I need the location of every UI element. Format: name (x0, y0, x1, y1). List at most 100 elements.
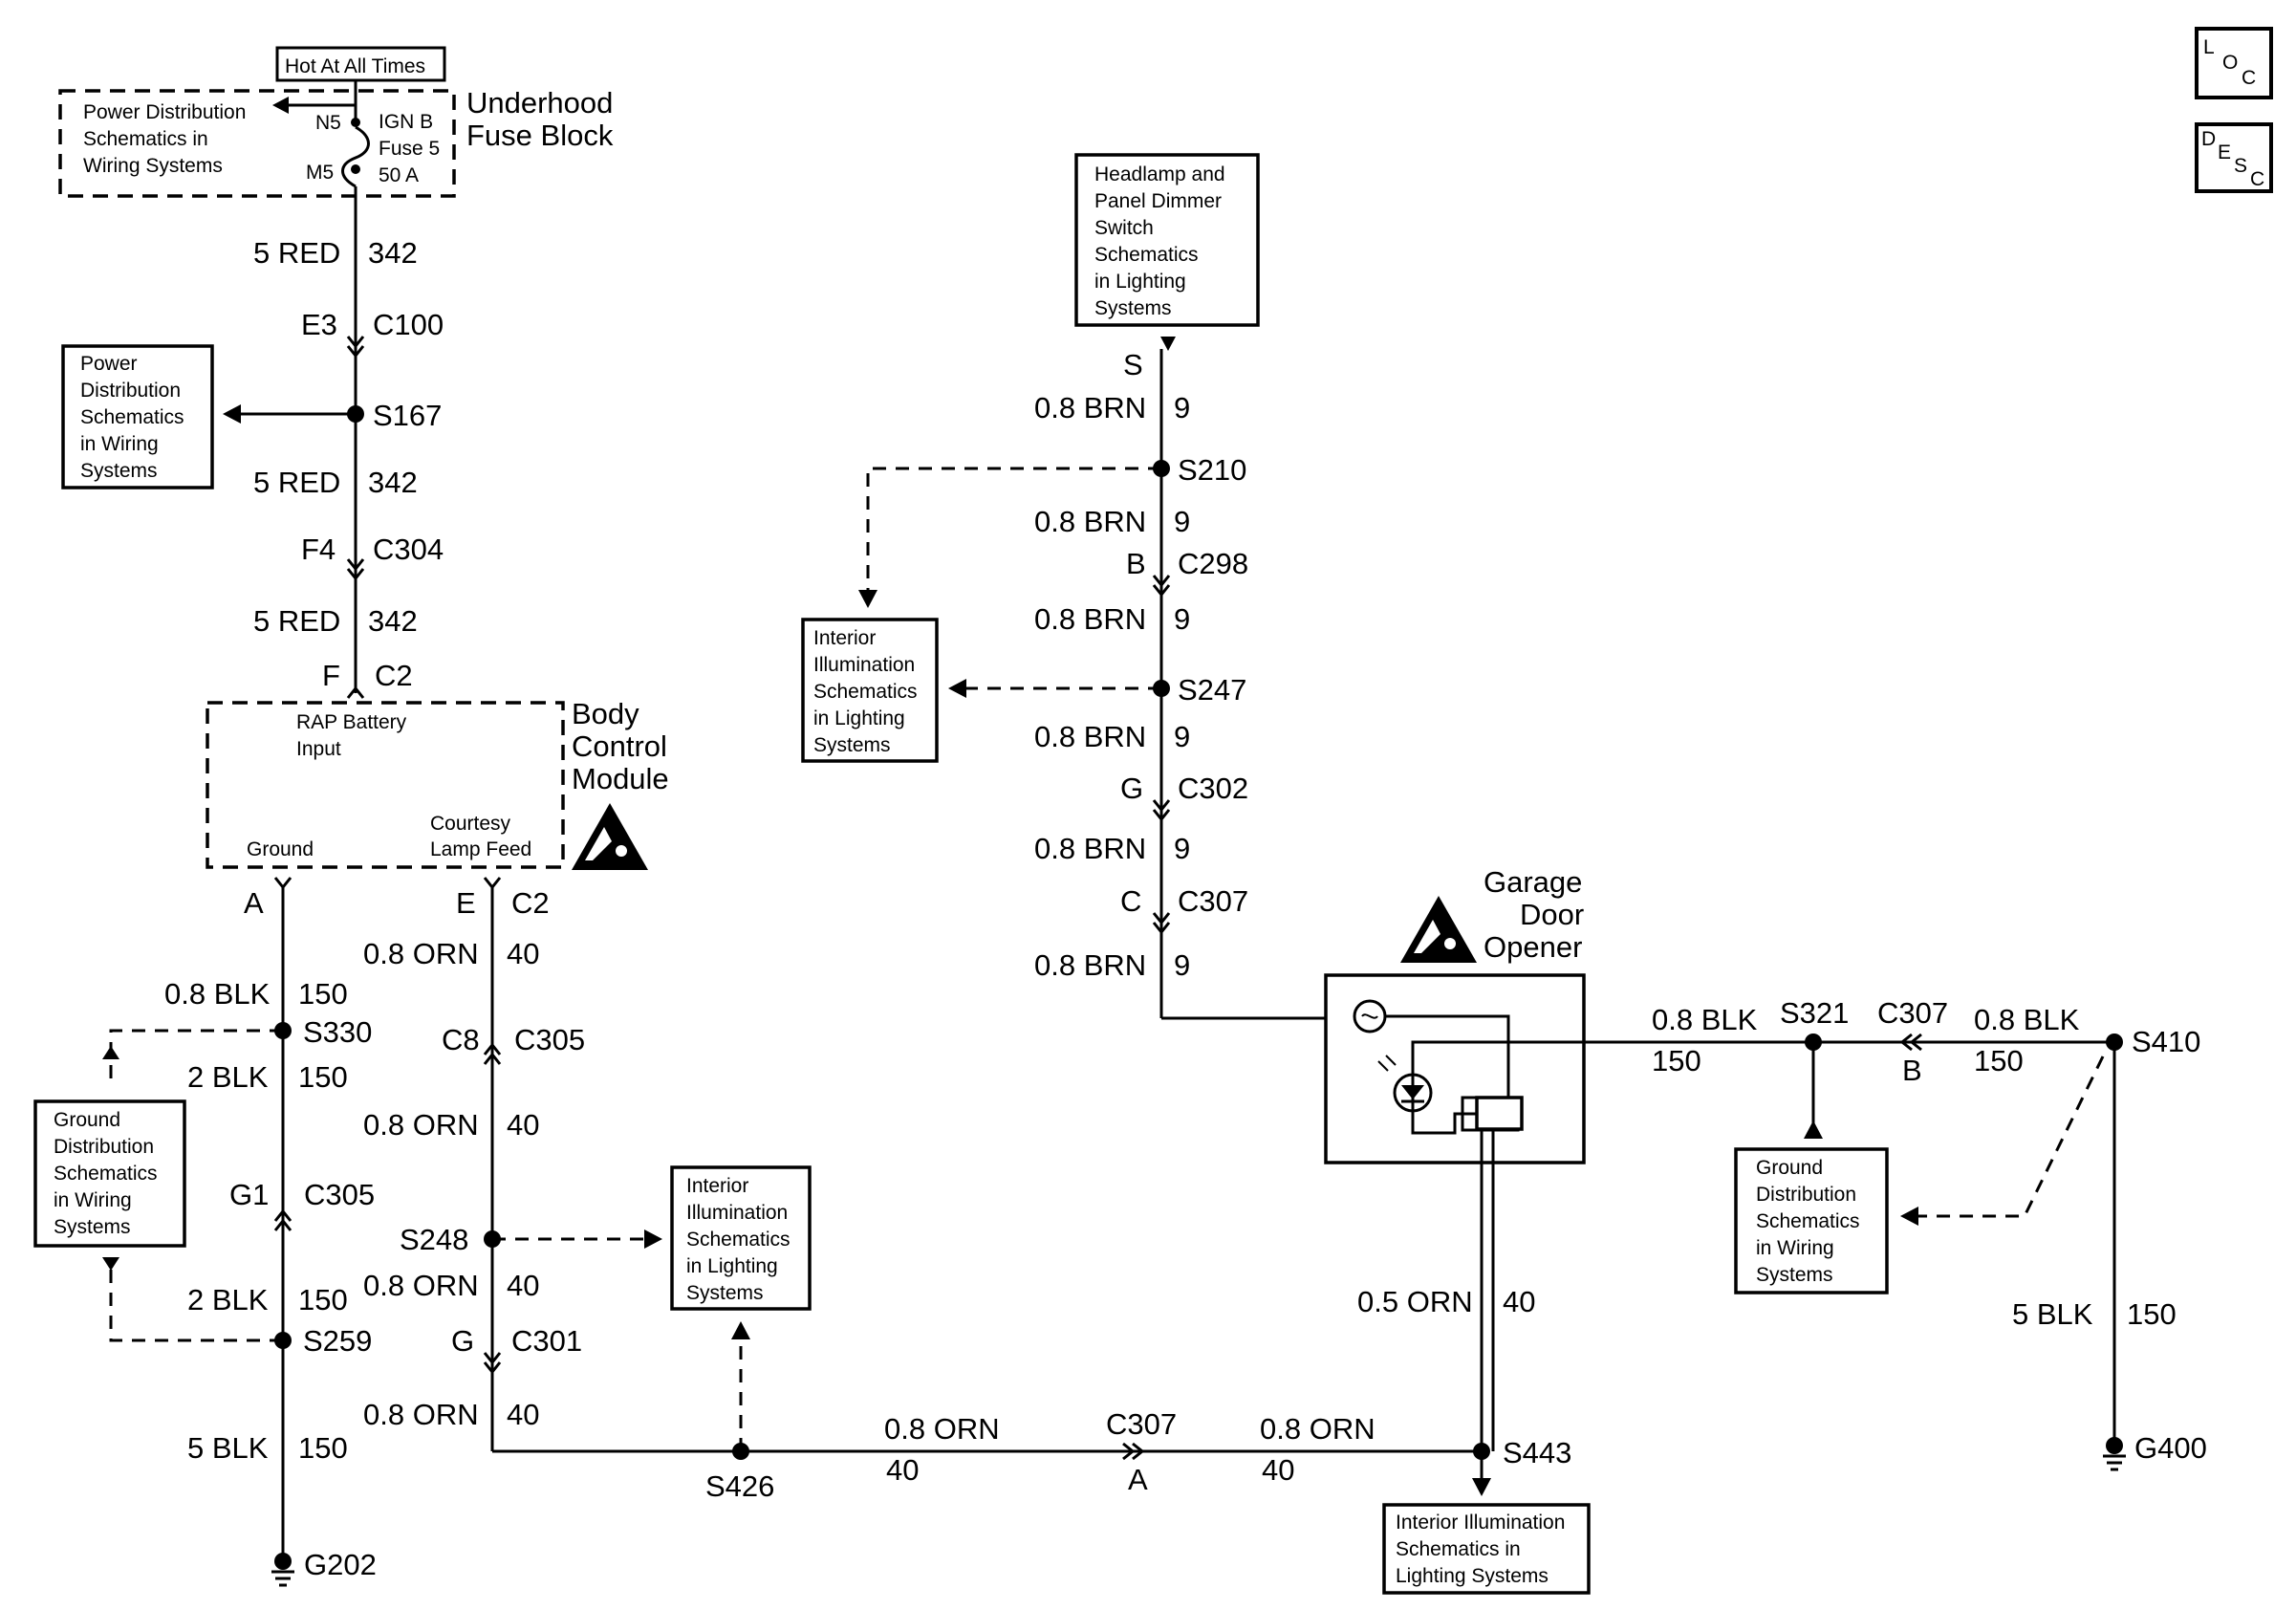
ii-box-upper (801, 618, 939, 763)
gnd-circuit-2: 150 (298, 1060, 348, 1094)
brn-wire-size-6: 0.8 BRN (1034, 948, 1146, 982)
s410-branch-arrow (1900, 1207, 1918, 1226)
c307-bottom-pin-a: A (1128, 1463, 1148, 1496)
feed-circuit-2: 342 (368, 466, 418, 499)
hd-box-line-2: Panel Dimmer (1094, 190, 1222, 212)
gd-box-left (33, 1099, 186, 1248)
desc-letter-s: S (2234, 155, 2247, 177)
brn-circuit-6: 9 (1174, 948, 1190, 982)
s410-branch-dash (1917, 1055, 2105, 1218)
c304-connector-symbol (346, 558, 365, 581)
f-pin: F (322, 659, 340, 692)
s443-down-arrow (1472, 1478, 1491, 1496)
gd-box-right-line-3: Schematics (1756, 1210, 1860, 1232)
s426-label: S426 (705, 1469, 774, 1503)
gd-box-right (1734, 1147, 1889, 1295)
c307-right-connector-symbol (1899, 1033, 1922, 1052)
c307-connector-brn: C307 (1178, 884, 1248, 918)
bcm-ground-label: Ground (247, 838, 314, 860)
s247-branch-arrow (948, 679, 966, 698)
feed-circuit-1: 342 (368, 236, 418, 270)
brn-wire-size-2: 0.8 BRN (1034, 505, 1146, 538)
gnd-wire-size-2: 2 BLK (187, 1060, 269, 1094)
c307-brn-connector-symbol (1152, 912, 1171, 935)
c305-connector-mid: C305 (514, 1023, 585, 1056)
gd-box-left-line-3: Schematics (54, 1163, 158, 1185)
ii-box-bottom (1382, 1503, 1591, 1595)
s167-branch-arrow (223, 404, 241, 424)
orn-wire-size-3: 0.8 ORN (363, 1269, 479, 1302)
s426-branch-arrow (731, 1321, 750, 1339)
brn-wire-size-4: 0.8 BRN (1034, 720, 1146, 753)
pd-ref-line-3: Wiring Systems (83, 155, 223, 177)
gd-box-left-line-2: Distribution (54, 1136, 154, 1158)
s410-label: S410 (2132, 1025, 2200, 1058)
pd-ref-arrow-head (272, 97, 289, 114)
c100-connector: C100 (373, 308, 444, 341)
f4-pin: F4 (301, 533, 336, 566)
c305-mid-connector-symbol (483, 1042, 502, 1065)
brn-circuit-4: 9 (1174, 720, 1190, 753)
c-pin-c307: C (1120, 884, 1141, 918)
c305-connector-left: C305 (304, 1178, 375, 1211)
fuse-block-boundary (58, 89, 456, 198)
ii-box-mid-line-4: in Lighting (686, 1255, 778, 1277)
gd-box-right-line-5: Systems (1756, 1264, 1833, 1286)
fuse-label-3: 50 A (379, 164, 419, 186)
c302-connector-symbol (1152, 799, 1171, 822)
ii-box-bottom-line-3: Lighting Systems (1396, 1565, 1549, 1587)
bottom-circuit-1: 40 (886, 1453, 919, 1487)
gd-box-right-line-4: in Wiring (1756, 1237, 1834, 1259)
loc-button[interactable]: L O C (2195, 27, 2273, 99)
s330-branch-arrow (102, 1046, 119, 1059)
right-wire-size-3: 5 BLK (2012, 1297, 2093, 1331)
gd-box-left-line-1: Ground (54, 1109, 120, 1131)
feed-wire-size-2: 5 RED (253, 466, 340, 499)
s210-branch-arrow (858, 590, 877, 608)
s210-branch-dash (866, 467, 1161, 591)
s443-label: S443 (1503, 1436, 1571, 1469)
bcm-pin-a: A (244, 886, 264, 920)
gd-box-left-line-5: Systems (54, 1216, 131, 1238)
brn-circuit-5: 9 (1174, 832, 1190, 865)
loc-letter-o: O (2222, 52, 2238, 74)
hd-pin-s: S (1123, 348, 1143, 381)
orn-wire-size-1: 0.8 ORN (363, 937, 479, 970)
g-pin-c302: G (1120, 772, 1143, 805)
bcm-pin-e: E (456, 886, 476, 920)
g400-label: G400 (2134, 1431, 2207, 1465)
ii-box-mid-line-5: Systems (686, 1282, 764, 1304)
s248-label: S248 (400, 1223, 468, 1256)
ii-box-upper-line-4: in Lighting (813, 707, 905, 729)
pd-ref-line-1: Power Distribution (83, 101, 246, 123)
right-wire-size-2: 0.8 BLK (1974, 1003, 2080, 1036)
g202-label: G202 (304, 1548, 377, 1581)
orn-circuit-2: 40 (507, 1108, 539, 1142)
fuse-block-title-2: Fuse Block (466, 119, 614, 152)
feed-wire-size-3: 5 RED (253, 604, 340, 638)
gdo-orn-circuit: 40 (1503, 1285, 1535, 1318)
bcm-boundary (206, 701, 565, 869)
c301-connector: C301 (511, 1324, 582, 1358)
hd-box (1074, 153, 1260, 327)
brn-wire-size-5: 0.8 BRN (1034, 832, 1146, 865)
c304-connector: C304 (373, 533, 444, 566)
pd-box-line-4: in Wiring (80, 433, 159, 455)
b-pin-c298: B (1126, 547, 1146, 580)
desc-button[interactable]: D E S C (2195, 122, 2273, 193)
s210-label: S210 (1178, 453, 1246, 487)
bcm-rap-line-1: RAP Battery (296, 711, 407, 733)
bcm-rap-line-2: Input (296, 738, 341, 760)
bcm-courtesy-line-1: Courtesy (430, 813, 511, 835)
brn-circuit-1: 9 (1174, 391, 1190, 424)
gd-box-left-line-4: in Wiring (54, 1189, 132, 1211)
pd-box-line-2: Distribution (80, 380, 181, 402)
bottom-wire-size-2: 0.8 ORN (1260, 1412, 1375, 1446)
g1-pin: G1 (229, 1178, 269, 1211)
n5-label: N5 (315, 112, 341, 134)
c307-right-pin-b: B (1902, 1054, 1922, 1087)
right-circuit-1: 150 (1652, 1044, 1701, 1077)
hot-at-all-times-box (275, 46, 446, 82)
c8-pin: C8 (442, 1023, 480, 1056)
